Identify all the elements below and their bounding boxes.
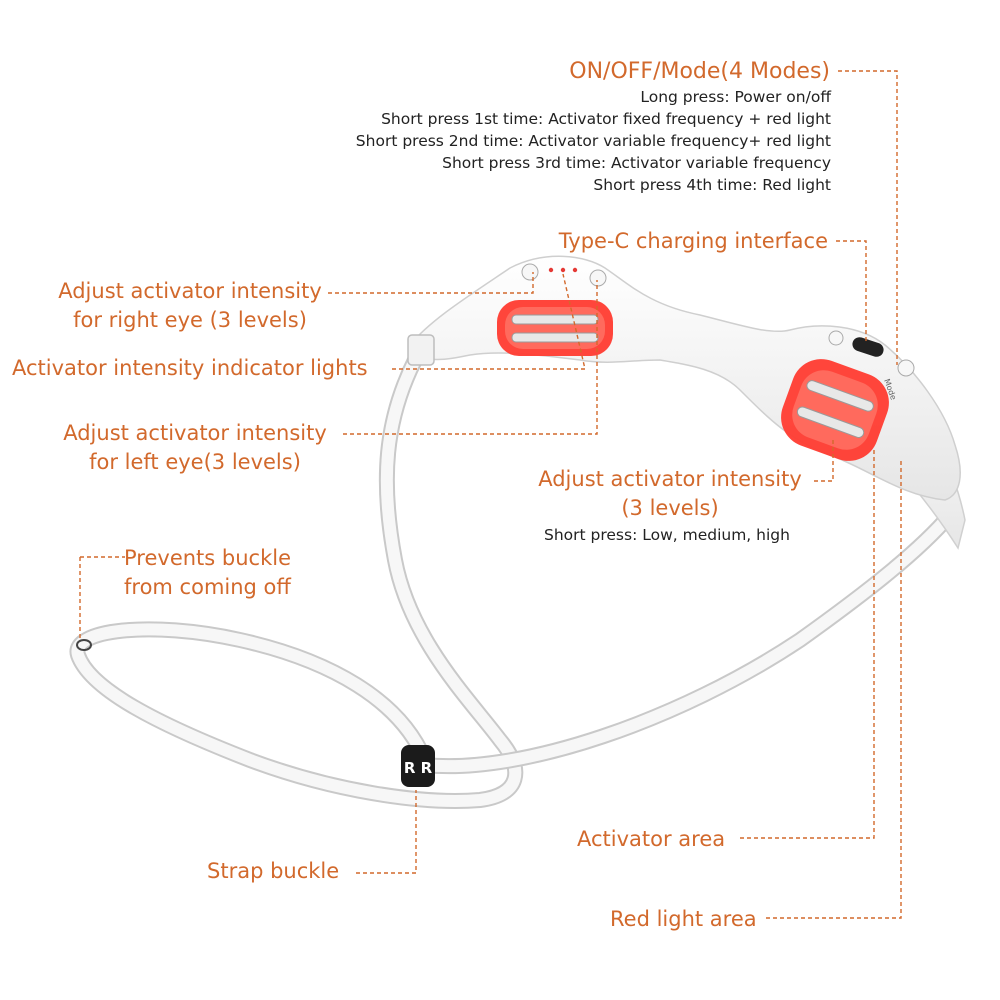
right-eye-label: Adjust activator intensity for right eye…: [40, 277, 340, 335]
onoff-line-1: Long press: Power on/off: [640, 88, 831, 106]
onoff-mode-title: ON/OFF/Mode(4 Modes): [569, 59, 830, 84]
left-eye-label-line2: for left eye(3 levels): [89, 450, 301, 474]
left-eye-label: Adjust activator intensity for left eye(…: [45, 419, 345, 477]
top-controls: [521, 263, 607, 287]
right-side-controls: Mode: [828, 330, 915, 401]
red-light-area-label: Red light area: [610, 907, 757, 931]
typec-label: Type-C charging interface: [558, 229, 828, 253]
right-eye-label-line1: Adjust activator intensity: [58, 279, 322, 303]
prevents-line2: from coming off: [124, 575, 291, 599]
leader-lines: [79, 70, 902, 919]
activator-area-label: Activator area: [577, 827, 726, 851]
onoff-line-5: Short press 4th time: Red light: [593, 176, 831, 194]
intensity-label: Adjust activator intensity (3 levels): [520, 465, 820, 523]
strap-buckle-label: Strap buckle: [207, 859, 340, 883]
right-eye-pad: [497, 300, 613, 356]
buckle-letters: R R: [404, 759, 433, 777]
left-eye-label-line1: Adjust activator intensity: [63, 421, 327, 445]
indicator-lights-label: Activator intensity indicator lights: [12, 356, 368, 380]
intensity-label-line2: (3 levels): [621, 496, 719, 520]
left-eye-pad: [781, 359, 889, 461]
strap-buckle-part: R R: [401, 745, 435, 787]
onoff-line-3: Short press 2nd time: Activator variable…: [355, 132, 831, 150]
right-eye-label-line2: for right eye (3 levels): [73, 308, 307, 332]
strap-cord: [69, 352, 958, 809]
intensity-label-line1: Adjust activator intensity: [538, 467, 802, 491]
intensity-sub: Short press: Low, medium, high: [544, 526, 790, 544]
stopper-ring: [76, 639, 92, 651]
prevents-buckle-label: Prevents buckle from coming off: [124, 544, 291, 602]
onoff-line-4: Short press 3rd time: Activator variable…: [442, 154, 831, 172]
prevents-line1: Prevents buckle: [124, 546, 291, 570]
onoff-line-2: Short press 1st time: Activator fixed fr…: [381, 110, 831, 128]
end-cap-left: [407, 334, 435, 366]
